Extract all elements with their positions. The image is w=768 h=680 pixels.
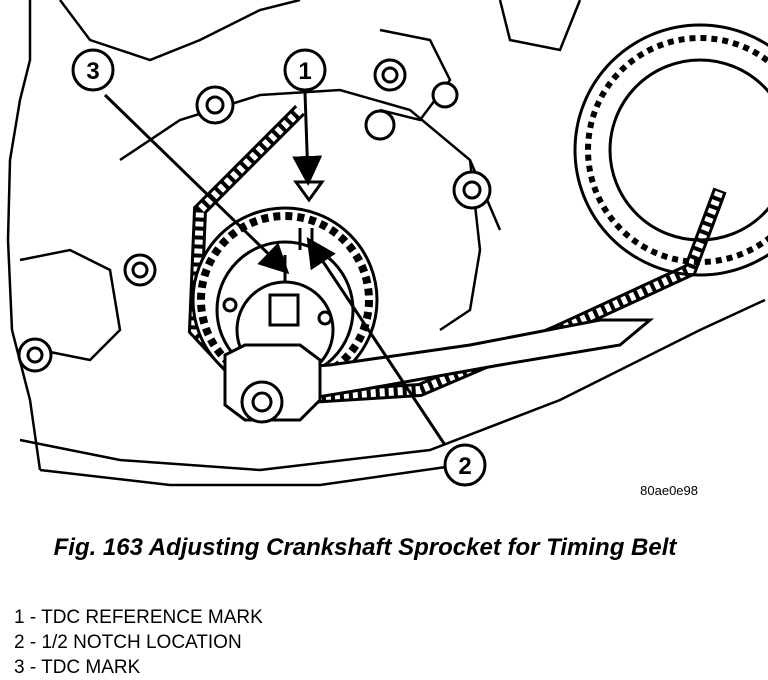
callout-3: 3 <box>71 48 290 275</box>
tdc-reference-mark <box>293 180 325 203</box>
image-code: 80ae0e98 <box>640 483 698 498</box>
callout-3-number: 3 <box>86 58 99 85</box>
crankshaft-sprocket-illustration: 1 2 3 <box>6 0 768 487</box>
bolts <box>17 58 492 373</box>
callout-2: 2 <box>306 237 487 487</box>
crankshaft-bolt-and-tool <box>223 318 655 424</box>
figure-caption: Fig. 163 Adjusting Crankshaft Sprocket f… <box>53 534 677 561</box>
callout-2-number: 2 <box>458 453 471 480</box>
callout-1-number: 1 <box>298 58 311 85</box>
timing-belt <box>187 105 727 408</box>
callout-legend: 1 - TDC REFERENCE MARK 2 - 1/2 NOTCH LOC… <box>14 605 263 680</box>
callout-1: 1 <box>283 48 327 186</box>
legend-item: 1 - TDC REFERENCE MARK <box>14 607 263 628</box>
camshaft-sprocket <box>573 23 768 277</box>
legend-item: 2 - 1/2 NOTCH LOCATION <box>14 632 242 653</box>
legend-item: 3 - TDC MARK <box>14 657 141 678</box>
